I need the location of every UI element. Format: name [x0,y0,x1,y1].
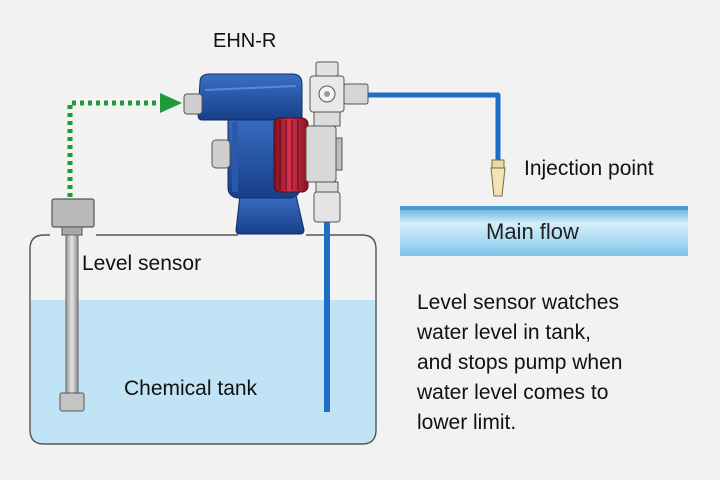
description-line: lower limit. [417,411,517,434]
pump-model-label: EHN-R [213,30,277,52]
injection-point-label: Injection point [524,157,654,180]
description-line: water level in tank, [417,321,591,344]
dotted-arrow-icon [67,93,182,197]
description-line: water level comes to [417,381,609,404]
suction-tube [324,222,330,412]
injection-nozzle-icon [490,159,506,197]
level-sensor-icon [51,198,95,412]
main-flow-label: Main flow [486,219,579,244]
main-flow-pipe [400,206,688,256]
description-line: Level sensor watches [417,291,619,314]
level-sensor-label: Level sensor [82,252,202,275]
chemical-tank [29,234,377,445]
description-text: Level sensor watches water level in tank… [417,288,717,438]
description-line: and stops pump when [417,351,623,374]
metering-pump-icon [183,61,369,235]
chemical-tank-label: Chemical tank [124,377,258,400]
discharge-tube [365,92,501,160]
